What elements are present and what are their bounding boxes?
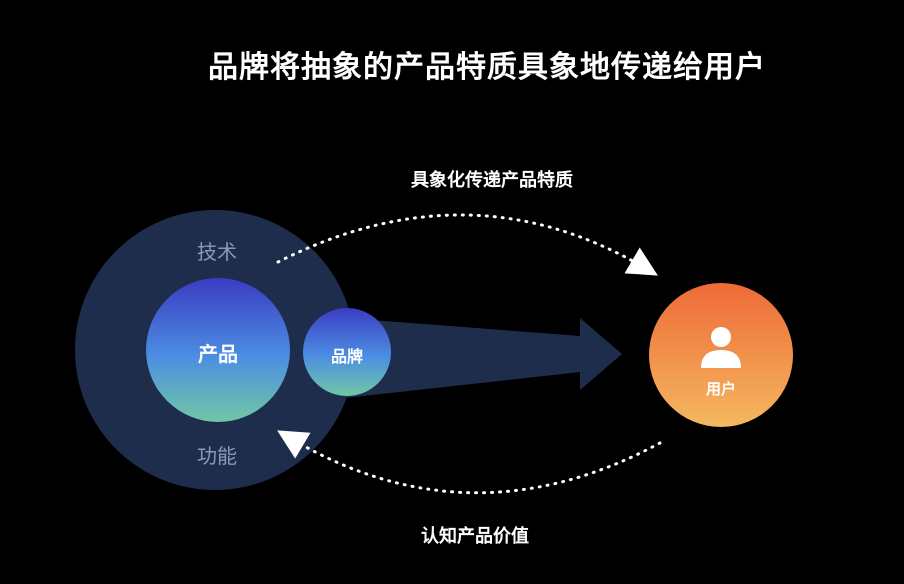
- arrow-bottom-label: 认知产品价值: [421, 526, 529, 547]
- brand-to-user-arrow: [345, 318, 622, 398]
- function-label: 功能: [197, 444, 237, 468]
- product-label: 产品: [198, 342, 238, 366]
- page-title: 品牌将抽象的产品特质具象地传递给用户: [208, 50, 766, 85]
- arrow-top-label: 具象化传递产品特质: [411, 170, 573, 191]
- top-dotted-arc: [276, 213, 658, 276]
- product-circle: [146, 278, 290, 422]
- tech-label: 技术: [197, 240, 237, 264]
- bottom-dotted-arc: [277, 430, 662, 495]
- user-label: 用户: [705, 380, 736, 398]
- brand-circle: [303, 308, 391, 396]
- brand-label: 品牌: [330, 347, 363, 366]
- user-silhouette-icon: [701, 327, 741, 368]
